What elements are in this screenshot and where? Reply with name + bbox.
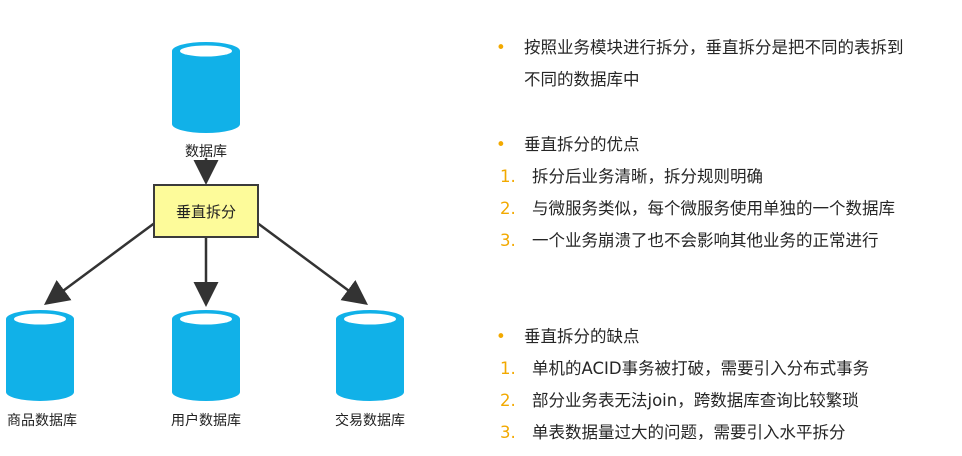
cons-item-3: 3.单表数据量过大的问题，需要引入水平拆分 (500, 423, 846, 442)
pros-item-3: 3.一个业务崩溃了也不会影响其他业务的正常进行 (500, 231, 879, 250)
pros-item-1: 1.拆分后业务清晰，拆分规则明确 (500, 167, 763, 186)
cons-item-2: 2.部分业务表无法join，跨数据库查询比较繁琐 (500, 391, 859, 410)
pros-item-2: 2.与微服务类似，每个微服务使用单独的一个数据库 (500, 199, 895, 218)
vertical-split-label: 垂直拆分 (176, 203, 236, 221)
database-icon (172, 42, 240, 133)
intro-line-2: 不同的数据库中 (524, 70, 640, 89)
product-database-label: 商品数据库 (7, 413, 77, 429)
bullet-icon: • (496, 327, 506, 346)
bullet-icon: • (496, 38, 506, 57)
product-database-icon (6, 310, 74, 401)
user-database-icon (172, 310, 240, 401)
vertical-split-box (153, 184, 259, 238)
pros-title: •垂直拆分的优点 (496, 133, 640, 157)
trade-database-label: 交易数据库 (335, 412, 405, 429)
intro-line-1: •按照业务模块进行拆分，垂直拆分是把不同的表拆到 (496, 36, 904, 60)
top-database-label: 数据库 (185, 144, 227, 160)
arrow-split-to-trade (255, 220, 369, 305)
user-database-label: 用户数据库 (171, 412, 241, 429)
cons-item-1: 1.单机的ACID事务被打破，需要引入分布式事务 (500, 359, 870, 378)
arrow-split-to-product (43, 220, 157, 305)
trade-database-icon (336, 310, 404, 401)
bullet-icon: • (496, 135, 506, 154)
cons-title: •垂直拆分的缺点 (496, 325, 640, 349)
